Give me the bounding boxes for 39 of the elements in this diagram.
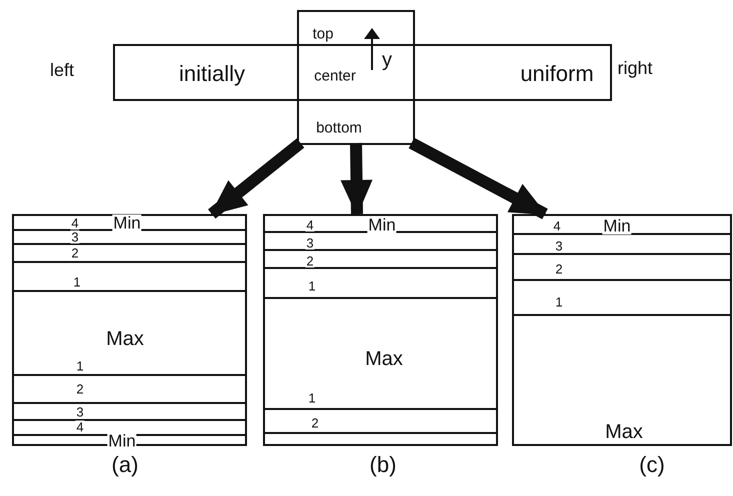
contour-number: 3 [70,230,80,244]
contour-number: 1 [554,296,564,308]
region-label: initially [178,63,246,85]
arrow [340,142,373,216]
contour-number: 2 [554,262,564,276]
stratification-panel [512,214,732,446]
contour-number: 2 [75,382,85,396]
end-label: left [50,61,74,79]
region-label: top [312,26,334,42]
contour-number: 2 [70,246,80,260]
contour-number: 1 [307,392,317,404]
contour-number: 2 [310,416,320,430]
end-label: right [618,59,652,77]
vertical-bar [297,10,415,145]
arrow [408,138,548,220]
contour-number: 3 [305,236,315,250]
contour-number: 4 [75,420,85,434]
arrow [208,138,304,219]
axis-label: y [382,50,392,70]
stratification-panel [263,214,498,446]
contour-number: 4 [552,220,562,232]
zone-label: Min [602,218,632,234]
contour-number: 3 [75,406,85,418]
contour-number: 1 [72,276,82,288]
contour-number: 4 [70,216,80,230]
contour-number: 3 [554,240,564,252]
contour-number: 1 [75,360,85,372]
zone-label: Min [367,216,397,234]
zone-label: Min [112,214,142,232]
horizontal-bar [113,44,612,101]
region-label: bottom [315,120,363,136]
panel-caption: (a) [112,454,138,476]
panel-caption: (c) [639,454,665,476]
region-label: center [313,68,357,84]
panel-caption: (b) [370,454,396,476]
zone-label: Min [107,432,137,450]
contour-number: 1 [307,280,317,292]
contour-number: 2 [305,254,315,268]
contour-number: 4 [305,218,315,232]
